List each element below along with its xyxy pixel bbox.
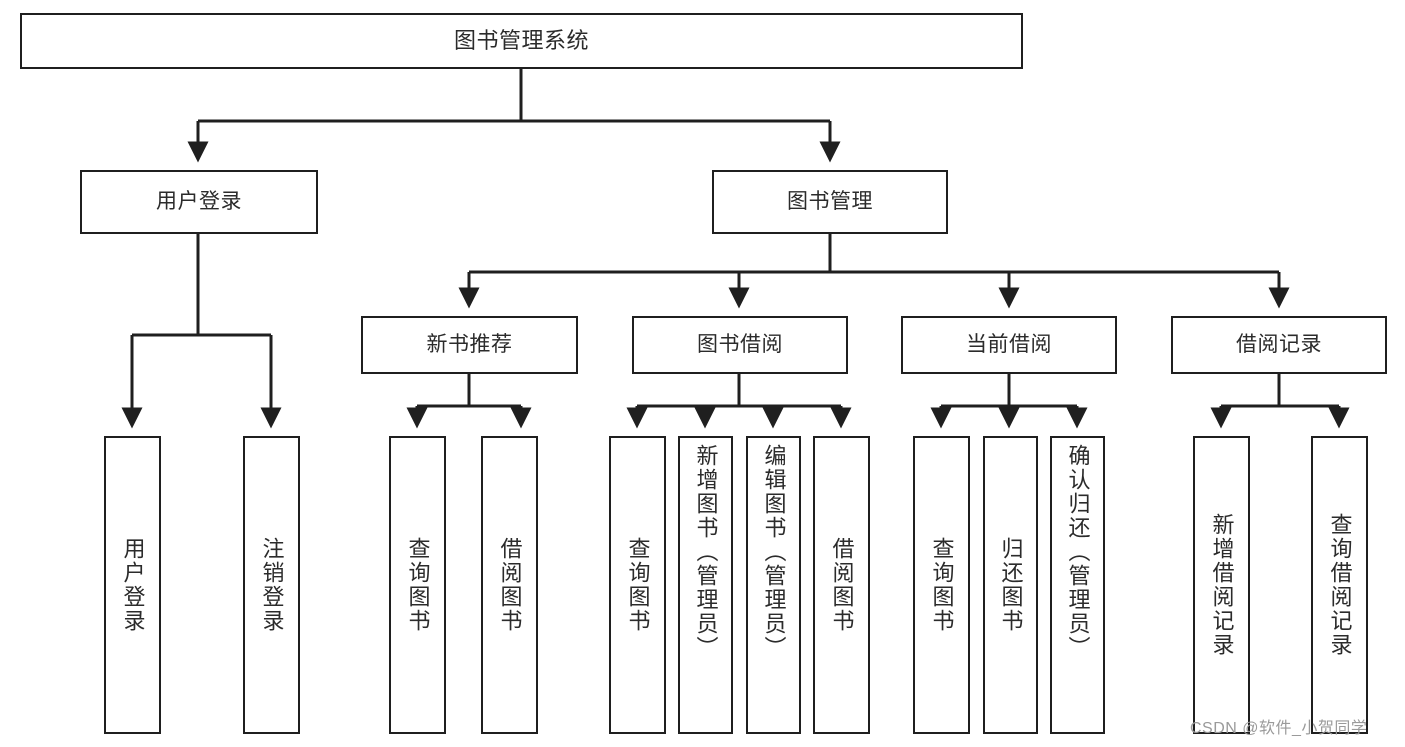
node-user-login[interactable]: 用户登录 [80,170,318,234]
node-leaf-query-record[interactable]: 查询借阅记录 [1311,436,1368,734]
node-leaf-confirm-return[interactable]: 确认归还（管理员） [1050,436,1105,734]
node-leaf-query-book-1-label: 查询图书 [405,537,431,633]
node-leaf-query-book-3[interactable]: 查询图书 [913,436,970,734]
node-leaf-logout[interactable]: 注销登录 [243,436,300,734]
node-leaf-query-book-1[interactable]: 查询图书 [389,436,446,734]
node-leaf-logout-label: 注销登录 [259,537,285,633]
node-book-manage[interactable]: 图书管理 [712,170,948,234]
node-leaf-borrow-book-1-label: 借阅图书 [497,537,523,633]
node-leaf-borrow-book-2-label: 借阅图书 [829,537,855,633]
node-leaf-confirm-return-label: 确认归还（管理员） [1065,444,1091,660]
node-leaf-borrow-book-2[interactable]: 借阅图书 [813,436,870,734]
node-leaf-edit-book[interactable]: 编辑图书（管理员） [746,436,801,734]
node-leaf-query-record-label: 查询借阅记录 [1327,513,1353,657]
watermark: CSDN @软件_小贺同学 [1190,720,1368,737]
node-root-label: 图书管理系统 [453,27,589,53]
node-borrow-record-label: 借阅记录 [1236,333,1322,357]
node-new-book-recommend[interactable]: 新书推荐 [361,316,578,374]
node-book-borrow-label: 图书借阅 [697,333,783,357]
node-user-login-label: 用户登录 [156,190,242,214]
node-current-borrow-label: 当前借阅 [966,333,1052,357]
node-leaf-query-book-3-label: 查询图书 [929,537,955,633]
node-leaf-query-book-2-label: 查询图书 [625,537,651,633]
node-leaf-user-login[interactable]: 用户登录 [104,436,161,734]
node-leaf-add-book[interactable]: 新增图书（管理员） [678,436,733,734]
node-borrow-record[interactable]: 借阅记录 [1171,316,1387,374]
node-leaf-add-record-label: 新增借阅记录 [1209,513,1235,657]
node-leaf-user-login-label: 用户登录 [120,537,146,633]
node-leaf-add-book-label: 新增图书（管理员） [693,444,719,660]
node-leaf-query-book-2[interactable]: 查询图书 [609,436,666,734]
node-leaf-return-book[interactable]: 归还图书 [983,436,1038,734]
node-root[interactable]: 图书管理系统 [20,13,1023,69]
node-book-borrow[interactable]: 图书借阅 [632,316,848,374]
node-leaf-add-record[interactable]: 新增借阅记录 [1193,436,1250,734]
node-leaf-borrow-book-1[interactable]: 借阅图书 [481,436,538,734]
node-new-book-recommend-label: 新书推荐 [426,333,513,357]
node-leaf-edit-book-label: 编辑图书（管理员） [761,444,787,660]
node-leaf-return-book-label: 归还图书 [998,537,1024,633]
node-book-manage-label: 图书管理 [787,190,873,214]
node-current-borrow[interactable]: 当前借阅 [901,316,1117,374]
